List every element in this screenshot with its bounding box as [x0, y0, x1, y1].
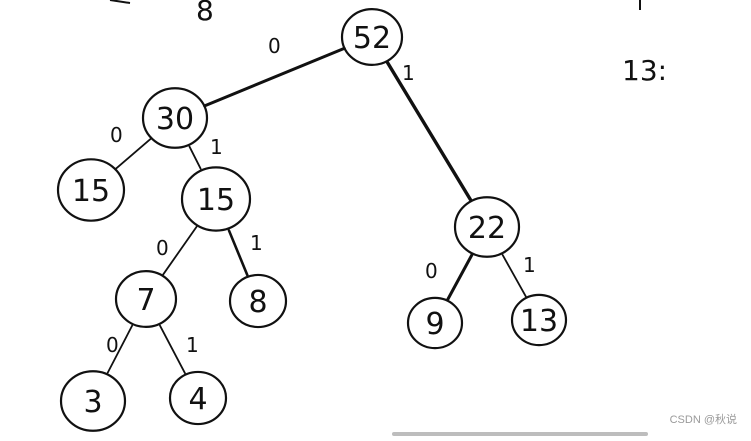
tree-node: 30	[141, 87, 209, 149]
tree-edge	[385, 60, 473, 202]
tree-edge	[203, 46, 346, 108]
tree-node: 22	[453, 196, 521, 258]
node-label: 15	[72, 174, 110, 209]
tree-node: 9	[406, 296, 464, 350]
edge-label: 0	[268, 34, 281, 58]
top-fragment-text: 8	[196, 0, 214, 27]
node-circle	[141, 87, 209, 149]
edge-label: 1	[523, 253, 536, 277]
edge-label: 1	[186, 333, 199, 357]
tree-edge	[501, 254, 527, 298]
node-circle	[340, 8, 404, 66]
top-fragment-stroke	[109, 0, 131, 4]
node-label: 9	[425, 307, 444, 342]
node-circle	[510, 293, 568, 347]
node-label: 13	[520, 304, 558, 339]
tree-node: 15	[180, 166, 252, 232]
node-label: 3	[83, 385, 102, 420]
edge-label: 0	[156, 236, 169, 260]
tree-node: 4	[168, 370, 228, 426]
edge-label: 1	[250, 231, 263, 255]
edge-label: 0	[425, 259, 438, 283]
node-circle	[406, 296, 464, 350]
tree-nodes: 52 30 22 15 15 9 13 7 8 3 4	[56, 8, 568, 432]
tree-edge	[446, 253, 474, 301]
node-circle	[59, 370, 127, 432]
node-circle	[114, 270, 178, 329]
edge-label: 0	[106, 333, 119, 357]
tree-edge	[227, 229, 249, 277]
side-note-text: 13:	[622, 54, 667, 87]
edge-label: 1	[402, 61, 415, 85]
edge-label: 0	[110, 123, 123, 147]
node-circle	[56, 158, 126, 222]
tree-edges: 0 1 0 1 0 1 0 1 0 1	[106, 34, 536, 375]
tree-edge	[162, 225, 198, 276]
tree-node: 15	[56, 158, 126, 222]
node-label: 22	[468, 211, 506, 246]
node-label: 15	[197, 183, 235, 218]
tree-edge	[115, 137, 152, 170]
tree-node: 3	[59, 370, 127, 432]
node-circle	[453, 196, 521, 258]
tree-node: 13	[510, 293, 568, 347]
node-label: 8	[248, 285, 267, 320]
side-note: 13:	[622, 0, 667, 87]
node-label: 30	[156, 102, 194, 137]
node-label: 7	[136, 283, 155, 318]
horizontal-scrollbar[interactable]	[392, 432, 648, 436]
watermark: CSDN @秋说	[669, 414, 737, 426]
edge-label: 1	[210, 135, 223, 159]
tree-edge	[159, 324, 186, 375]
node-circle	[228, 273, 288, 329]
tree-node: 52	[340, 8, 404, 66]
tree-node: 8	[228, 273, 288, 329]
tree-edge	[188, 145, 202, 170]
node-label: 52	[353, 21, 391, 56]
tree-edge	[106, 324, 134, 374]
node-label: 4	[188, 382, 207, 417]
node-circle	[180, 166, 252, 232]
top-fragment: 8	[109, 0, 214, 27]
tree-node: 7	[114, 270, 178, 329]
node-circle	[168, 370, 228, 426]
